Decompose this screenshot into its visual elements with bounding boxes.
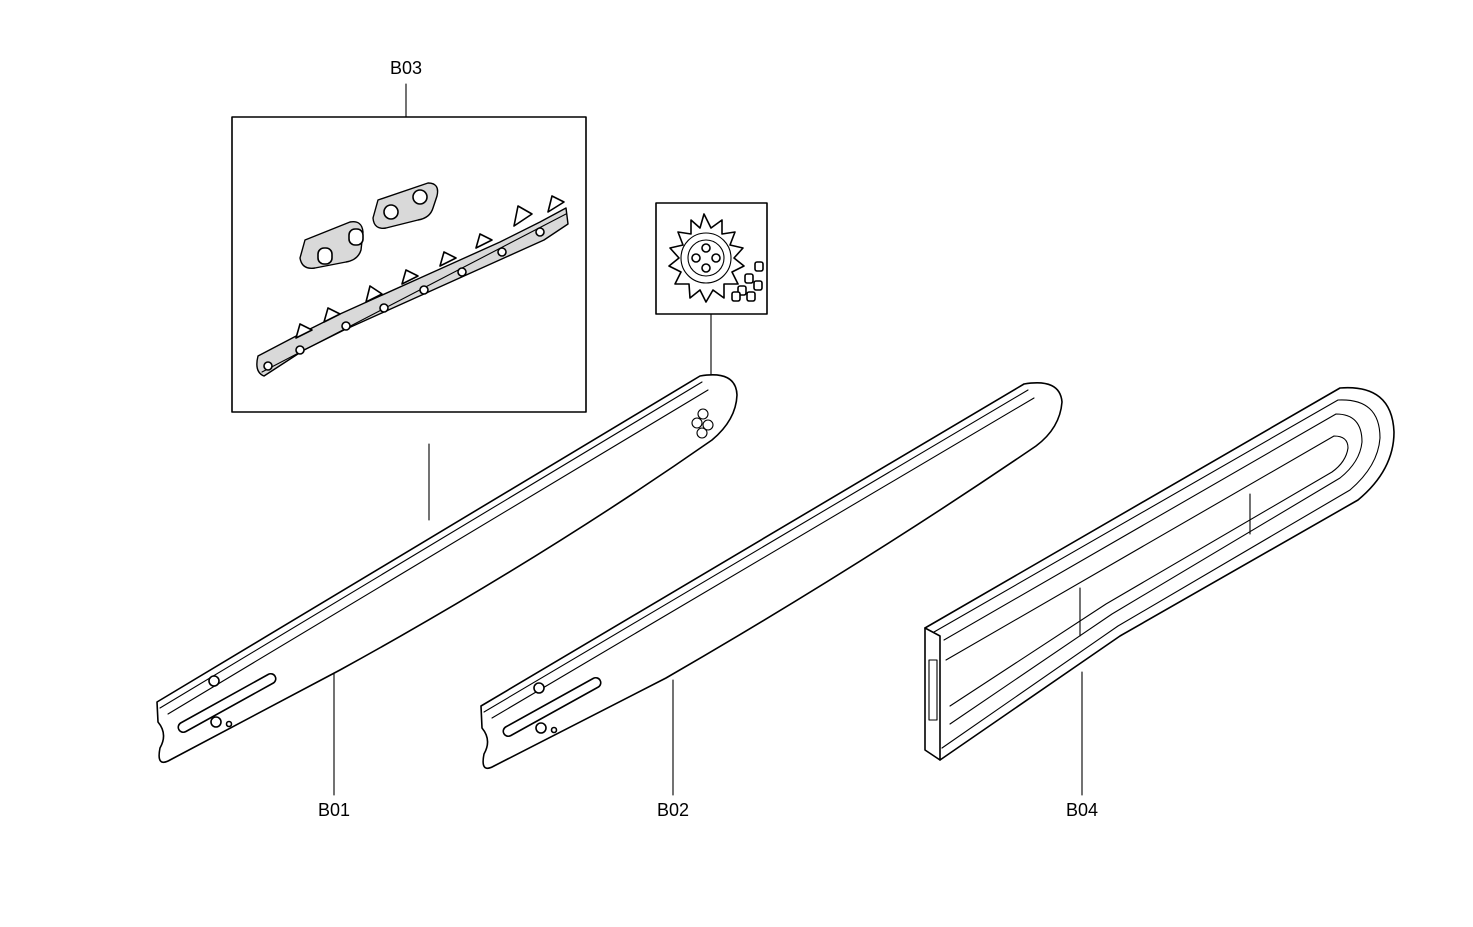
b04-bar-cover[interactable]: B04: [924, 386, 1395, 820]
b04-label: B04: [1066, 800, 1098, 820]
connecting-link-plate: [372, 182, 439, 229]
b03-detail-frame: [231, 116, 587, 413]
b02-label: B02: [657, 800, 689, 820]
b03-label: B03: [390, 58, 422, 78]
sprocket-gear: [668, 213, 745, 303]
b02-guide-bar[interactable]: B02: [480, 382, 1063, 820]
connecting-link-rivets: [299, 221, 364, 269]
sprocket-nose-detail: [655, 202, 768, 377]
saw-chain: [256, 195, 569, 377]
rivets-group: [731, 261, 764, 302]
b01-guide-bar[interactable]: B01: [156, 374, 738, 820]
b01-label: B01: [318, 800, 350, 820]
b01-nose-rivets: [691, 408, 714, 439]
b03-chain-detail[interactable]: B03: [231, 58, 587, 413]
